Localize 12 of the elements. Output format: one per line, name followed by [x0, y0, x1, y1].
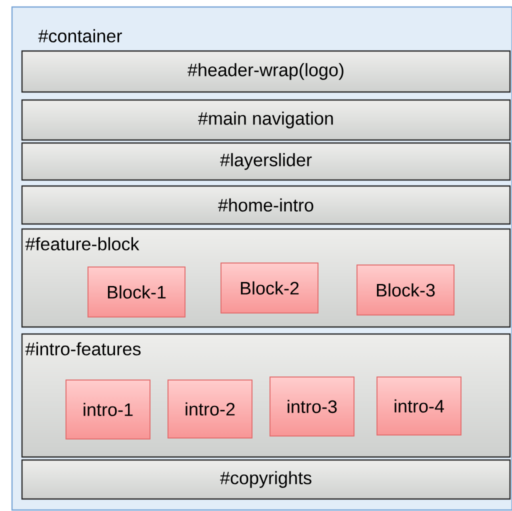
section-box: #main navigation [21, 99, 511, 141]
block-box: intro-4 [376, 376, 462, 436]
section-box: #header-wrap(logo) [21, 50, 511, 93]
section-box: #layerslider [21, 142, 511, 181]
block-box: intro-2 [168, 379, 252, 438]
block-box: intro-1 [66, 379, 150, 440]
section-box: #copyrights [21, 459, 511, 500]
block-box: intro-3 [270, 376, 354, 436]
block-box: Block-3 [356, 264, 454, 316]
block-box: Block-2 [220, 262, 318, 314]
block-box: Block-1 [88, 266, 186, 318]
section-box: #home-intro [21, 185, 511, 225]
